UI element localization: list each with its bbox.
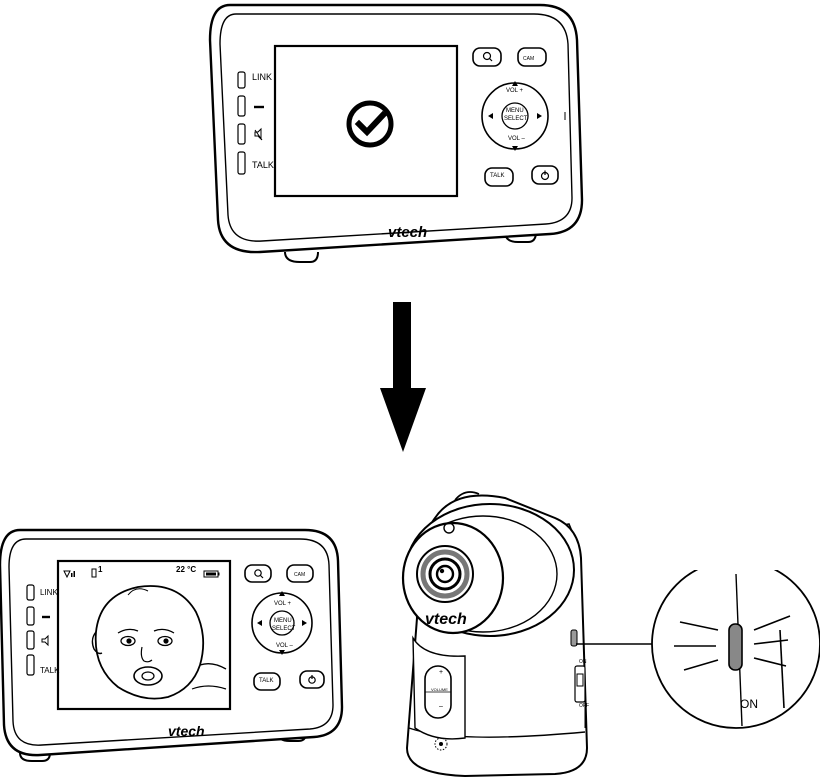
callout-on-label: ON [740,697,758,711]
top-cam-button-label[interactable]: CAM [523,56,535,62]
top-parent-unit [200,0,590,270]
top-brand-logo: vtech [388,224,428,241]
camera-switch-off-label: OFF [579,703,589,709]
camera-volume-plus[interactable]: + [439,669,444,676]
bottom-menu-label[interactable]: MENU [274,618,292,624]
top-vol-up-label: VOL + [506,88,523,94]
bottom-talk-label: TALK [40,666,60,675]
bottom-link-label: LINK [40,588,58,597]
baby-camera-unit [395,488,605,780]
top-vol-down-label: VOL – [508,136,525,142]
camera-volume-label: VOLUME [431,687,448,692]
bottom-vol-up-label: VOL + [274,601,291,607]
bottom-brand-logo: vtech [168,723,205,739]
top-talk-label: TALK [252,160,274,170]
top-talk-button-label[interactable]: TALK [490,173,505,179]
camera-switch-on-label: ON [579,659,587,665]
bottom-camera-number: 1 [98,565,103,574]
arrow-down-icon [378,302,428,454]
baby-face-illustration [88,577,228,709]
top-menu-label[interactable]: MENU [506,108,524,114]
power-led-callout [576,570,820,770]
bottom-select-label[interactable]: SELECT [272,626,296,632]
bottom-talk-button-label[interactable]: TALK [259,678,274,684]
bottom-temperature: 22 °C [176,565,197,574]
bottom-vol-down-label: VOL – [276,643,293,649]
top-link-label: LINK [252,72,273,82]
camera-volume-minus[interactable]: – [439,703,443,710]
checkmark-circle-icon [344,98,396,150]
bottom-cam-button-label[interactable]: CAM [294,572,306,578]
top-select-label[interactable]: SELECT [504,116,528,122]
camera-brand-logo: vtech [425,611,467,628]
